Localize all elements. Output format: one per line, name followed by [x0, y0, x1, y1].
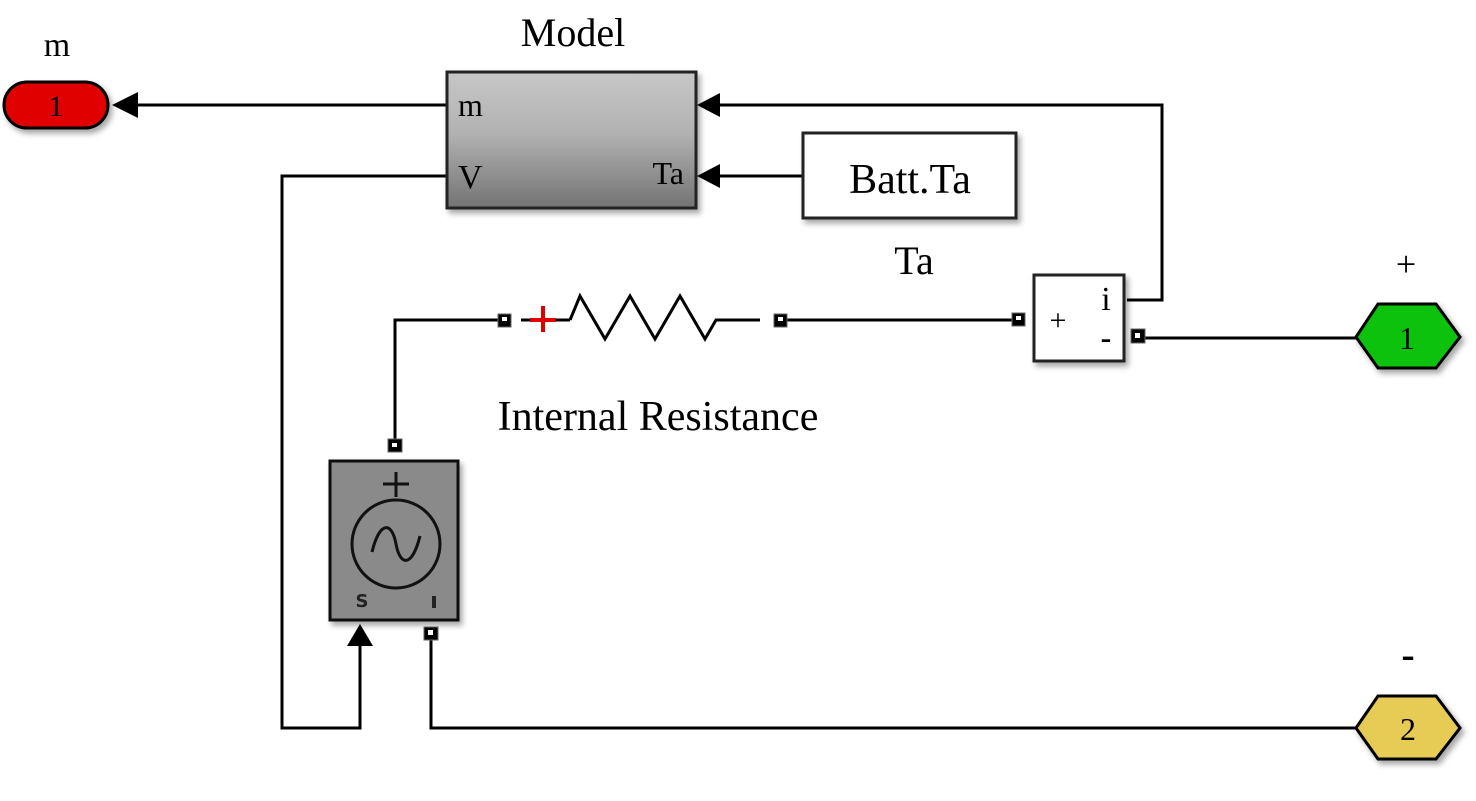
outport-m-body[interactable]	[2, 80, 110, 130]
current-sensor-minus: -	[1101, 319, 1112, 355]
arrowhead-icon	[347, 624, 373, 646]
model-port-v-label: V	[458, 159, 483, 196]
source-s-port-label: S	[356, 591, 369, 612]
port-plus-body[interactable]	[1354, 302, 1462, 370]
sine-wave-icon	[370, 526, 422, 562]
internal-resistance[interactable]: Internal Resistance	[497, 292, 819, 440]
from-block-text: Batt.Ta	[849, 157, 971, 203]
from-block-body[interactable]	[801, 131, 1018, 220]
port-minus-body[interactable]	[1354, 694, 1462, 761]
model-port-m-label: m	[458, 87, 483, 123]
outport-m-number: 1	[49, 90, 64, 123]
from-block-name: Ta	[894, 238, 934, 283]
controlled-voltage-source[interactable]: S	[328, 438, 460, 646]
source-minus-port-mark	[432, 596, 436, 608]
conn-port-mark	[392, 443, 397, 447]
port-minus-label: -	[1401, 632, 1414, 677]
conn-port-mark	[428, 630, 433, 635]
resistor-name: Internal Resistance	[498, 394, 819, 440]
resistor-zigzag-icon	[568, 292, 760, 342]
from-block-batt-ta[interactable]: Batt.Ta Ta	[801, 131, 1018, 283]
conn-port-mark	[1135, 333, 1140, 338]
outport-m-label: m	[44, 27, 70, 64]
current-sensor[interactable]: + i -	[1011, 273, 1146, 363]
source-plus-icon	[383, 472, 409, 497]
arrowhead-icon	[697, 93, 720, 117]
model-block[interactable]: Model m V Ta	[445, 10, 720, 210]
outport-m[interactable]: m 1	[2, 27, 138, 130]
connection-port-plus[interactable]: + 1	[1354, 244, 1462, 370]
current-sensor-i: i	[1101, 281, 1110, 318]
current-sensor-plus: +	[1050, 304, 1067, 337]
arrowhead-icon	[112, 92, 138, 118]
wire-source-plus-to-resistor[interactable]	[393, 318, 503, 440]
port-minus-number: 2	[1400, 711, 1416, 747]
wire-source-minus-to-port2[interactable]	[429, 638, 1357, 730]
conn-port-mark	[502, 317, 507, 321]
resistor-plus-icon	[530, 306, 556, 332]
wire-v-to-source[interactable]	[280, 174, 446, 730]
conn-port-mark	[778, 317, 783, 321]
arrowhead-icon	[697, 164, 720, 188]
wire-i-to-model[interactable]	[718, 103, 1164, 302]
port-plus-number: 1	[1399, 320, 1415, 356]
current-sensor-body[interactable]	[1032, 273, 1126, 363]
model-block-body[interactable]	[445, 70, 698, 210]
connection-port-minus[interactable]: - 2	[1354, 632, 1462, 761]
model-port-ta-label: Ta	[652, 155, 684, 191]
wires	[135, 103, 1357, 730]
conn-port-mark	[1016, 316, 1021, 320]
port-plus-label: +	[1396, 244, 1416, 284]
model-block-name: Model	[521, 10, 625, 55]
ac-source-circle-icon	[350, 498, 442, 590]
